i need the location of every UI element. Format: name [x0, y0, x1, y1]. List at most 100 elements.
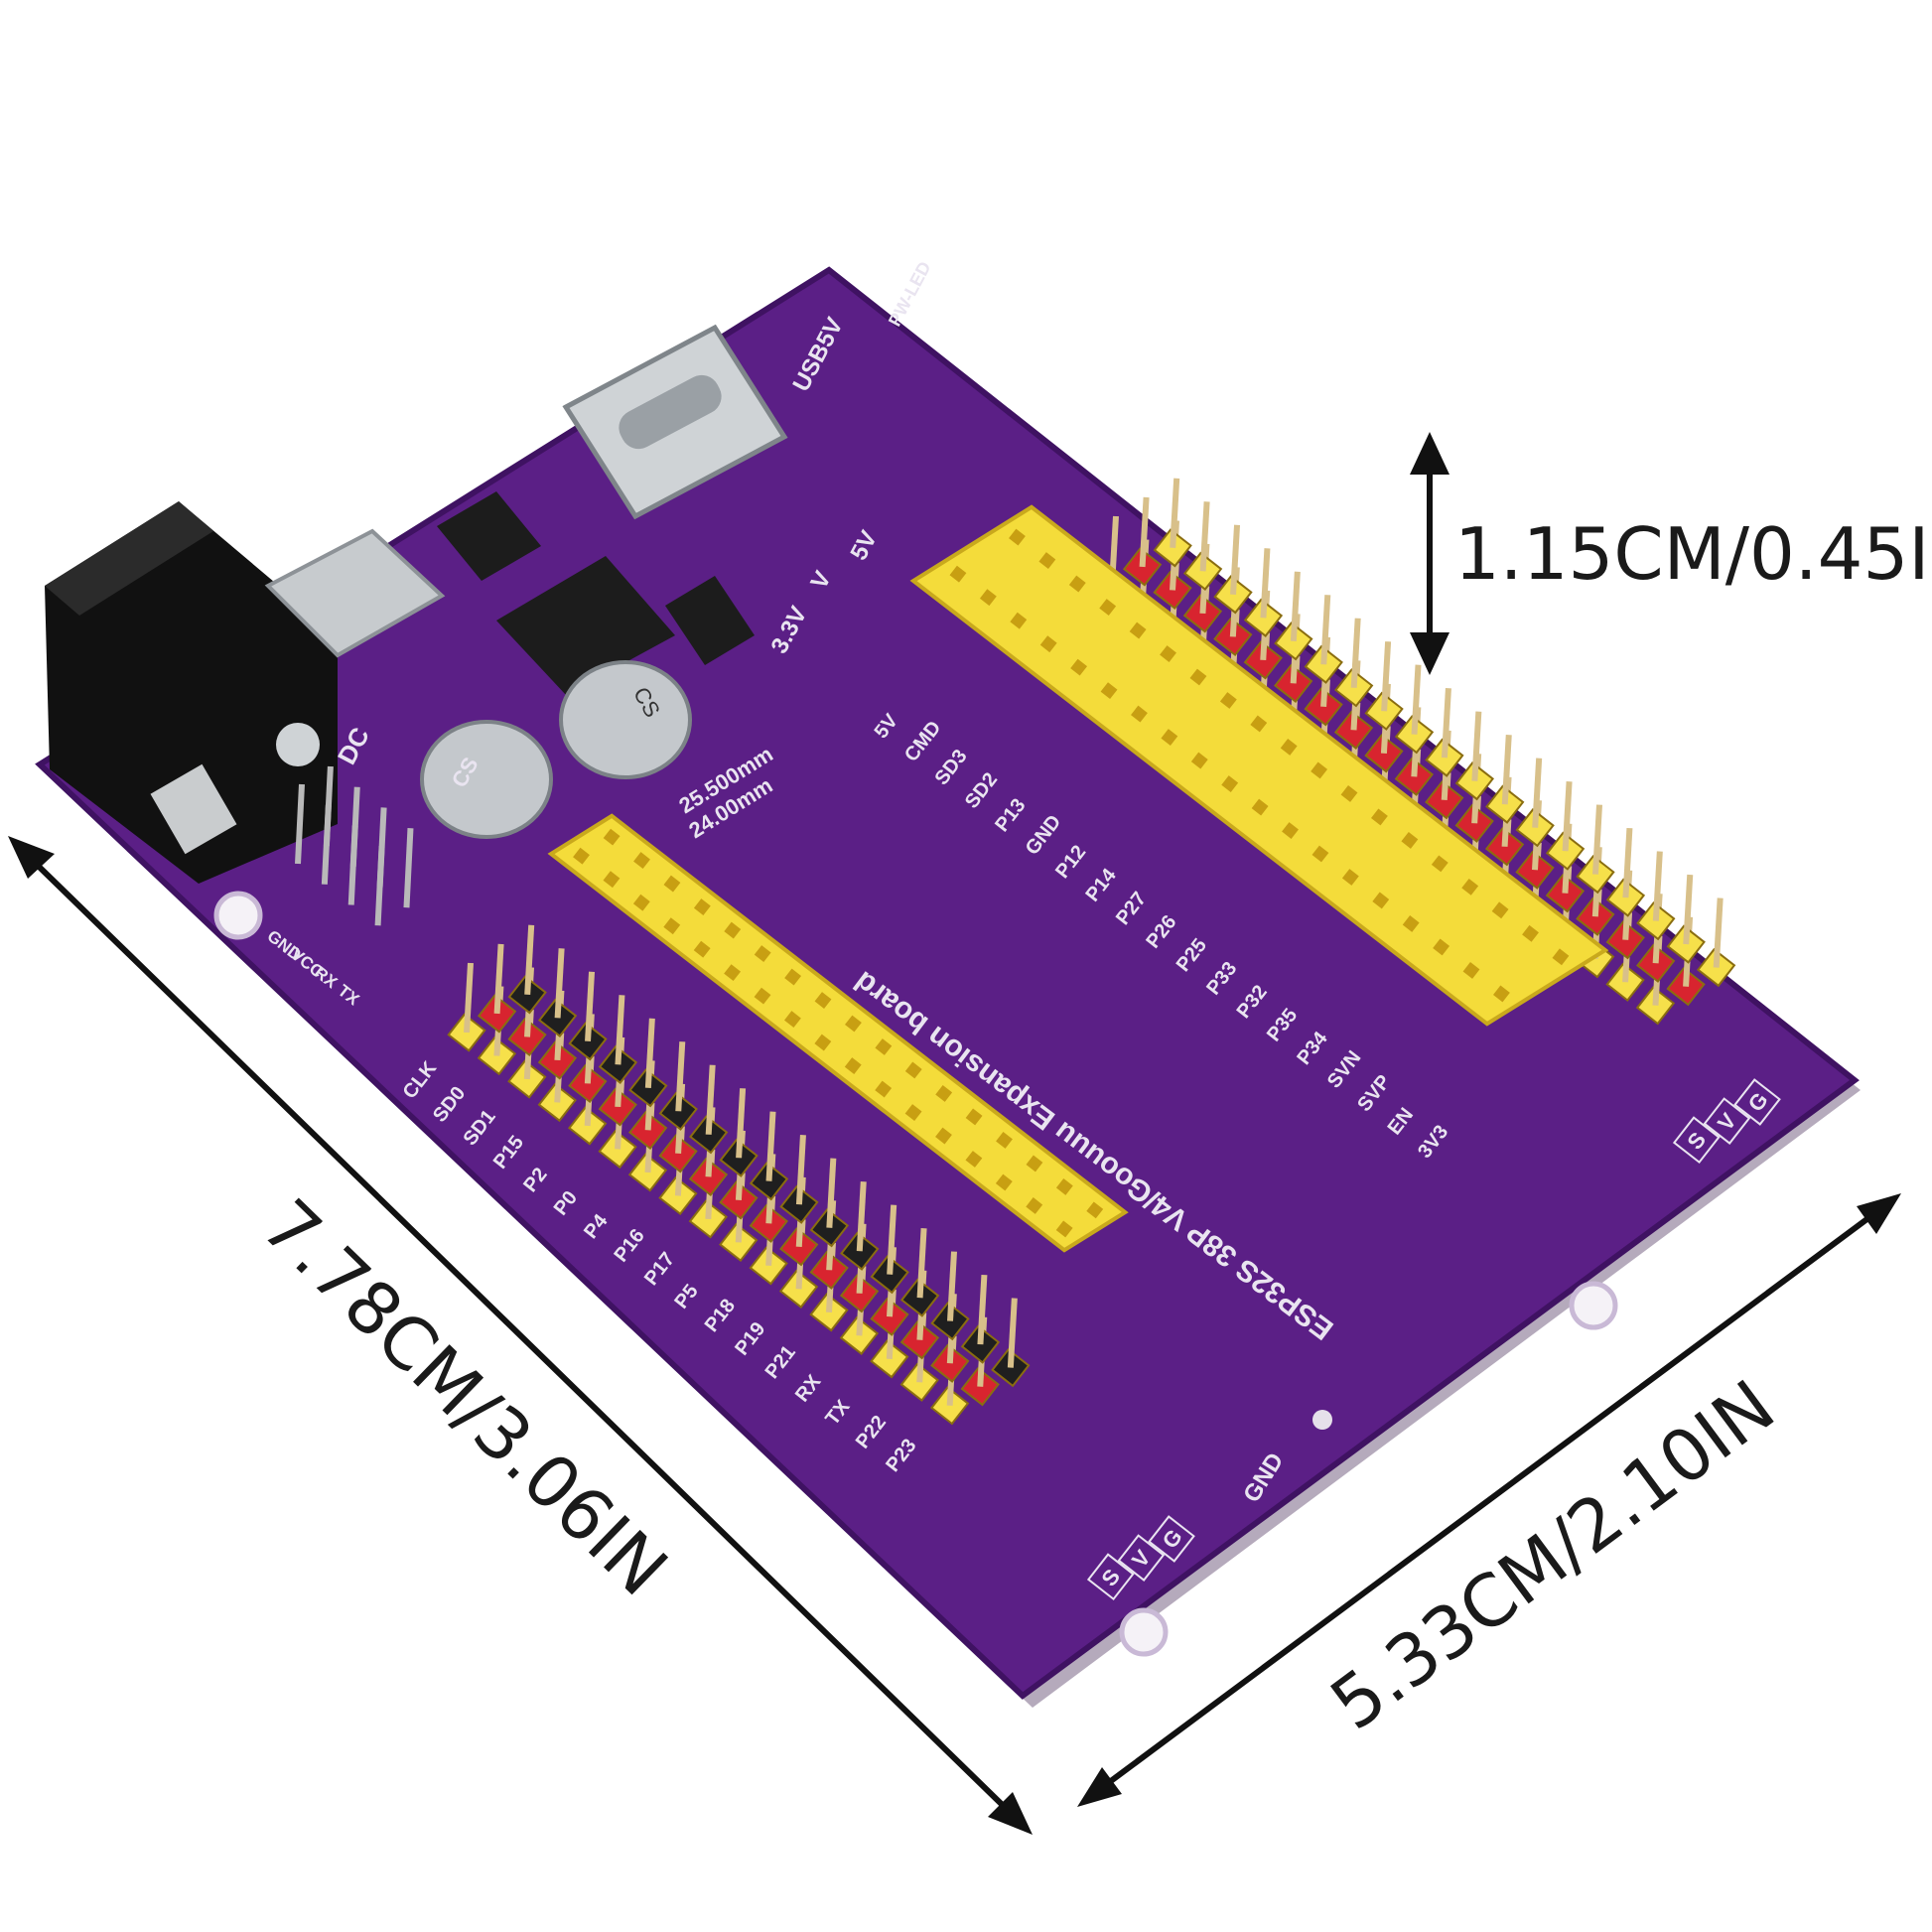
pin-base [537, 998, 578, 1037]
mount-hole [1312, 1410, 1332, 1430]
header-socket [1402, 915, 1420, 932]
pin [1170, 478, 1180, 549]
mount-hole [213, 891, 263, 940]
header-socket [875, 1080, 893, 1098]
header-socket [1522, 924, 1539, 942]
header-socket [1009, 528, 1026, 546]
pin [916, 1227, 927, 1299]
usb-c-port [562, 324, 788, 520]
header-socket [1055, 1220, 1073, 1238]
header-socket [603, 871, 621, 889]
pin [856, 1181, 867, 1252]
header-socket [1372, 892, 1390, 909]
header-socket [996, 1132, 1013, 1149]
header-socket [904, 1061, 922, 1079]
header-socket [724, 921, 742, 939]
header-socket [1086, 1201, 1104, 1219]
header-socket [1341, 869, 1359, 886]
header-socket [1099, 599, 1117, 616]
regulator-chip [437, 491, 755, 695]
header-socket [1219, 692, 1237, 709]
row-marker-box [1672, 1116, 1721, 1165]
header-socket [979, 589, 997, 607]
mount-hole [1569, 1281, 1618, 1330]
pin [1592, 804, 1603, 875]
pin [644, 1018, 655, 1088]
pin [1139, 496, 1150, 568]
row-marker-box [1148, 1515, 1195, 1563]
pin [765, 1111, 776, 1181]
header-socket [663, 875, 681, 893]
pin [947, 1251, 958, 1321]
serial-pin [321, 804, 332, 885]
pin [1713, 897, 1724, 968]
pin [524, 924, 535, 996]
pin [1652, 851, 1663, 921]
female-header [909, 504, 1609, 1027]
header-socket [1250, 715, 1268, 733]
pin [1260, 548, 1271, 619]
pin [1471, 711, 1482, 781]
header-socket [1131, 705, 1148, 723]
header-socket [693, 898, 711, 915]
capacitor-left: CS [420, 720, 553, 839]
header-socket [1493, 985, 1510, 1003]
pin [826, 1158, 837, 1228]
height-dimension: 1.15CM/0.45IN [1410, 432, 1932, 675]
header-socket [1038, 552, 1056, 569]
mount-hole [1119, 1607, 1169, 1657]
header-socket [1282, 822, 1299, 839]
header-socket [724, 964, 742, 982]
pin [1411, 664, 1422, 735]
micro-usb-port [264, 528, 446, 658]
header-socket [935, 1127, 952, 1145]
pcb-board [35, 266, 1861, 1708]
header-socket [1431, 855, 1449, 873]
header-socket [1552, 948, 1570, 966]
female-header [547, 813, 1129, 1253]
header-socket [1311, 845, 1329, 863]
header-socket [1026, 1197, 1043, 1214]
header-socket [1280, 739, 1298, 756]
row-marker-box [1703, 1097, 1751, 1145]
header-socket [1251, 798, 1269, 816]
pin [977, 1274, 988, 1345]
header-socket [845, 1015, 862, 1033]
pin [615, 995, 625, 1065]
header-socket [1129, 621, 1147, 639]
height-label: 1.15CM/0.45IN [1454, 512, 1932, 596]
row-marker-box [1733, 1078, 1781, 1126]
header-socket [633, 852, 650, 870]
header-socket [875, 1038, 893, 1055]
header-socket [1433, 938, 1450, 956]
header-socket [1055, 1177, 1073, 1195]
header-socket [573, 847, 590, 865]
header-socket [965, 1151, 983, 1168]
header-socket [603, 828, 621, 846]
pin [675, 1041, 686, 1112]
pin [1350, 618, 1361, 688]
header-socket [1340, 785, 1358, 802]
header-socket [1026, 1155, 1043, 1173]
pin-rows [295, 478, 1736, 1426]
header-socket [1189, 668, 1207, 686]
header-socket [1039, 635, 1057, 653]
header-socket [693, 940, 711, 958]
header-socket [904, 1104, 922, 1121]
header-socket [1311, 761, 1328, 779]
header-socket [1010, 612, 1028, 629]
header-socket [1160, 645, 1176, 662]
header-socket [949, 565, 967, 583]
pin [1683, 874, 1694, 945]
header-socket [1190, 752, 1208, 769]
row-marker-box [1086, 1553, 1135, 1601]
pin [554, 948, 565, 1019]
header-socket [663, 917, 681, 935]
pin [705, 1064, 716, 1135]
dc-jack [45, 501, 338, 884]
row-marker-box [1117, 1534, 1166, 1582]
serial-pin [295, 783, 305, 865]
header-socket [632, 894, 650, 911]
serial-pin [347, 825, 358, 905]
